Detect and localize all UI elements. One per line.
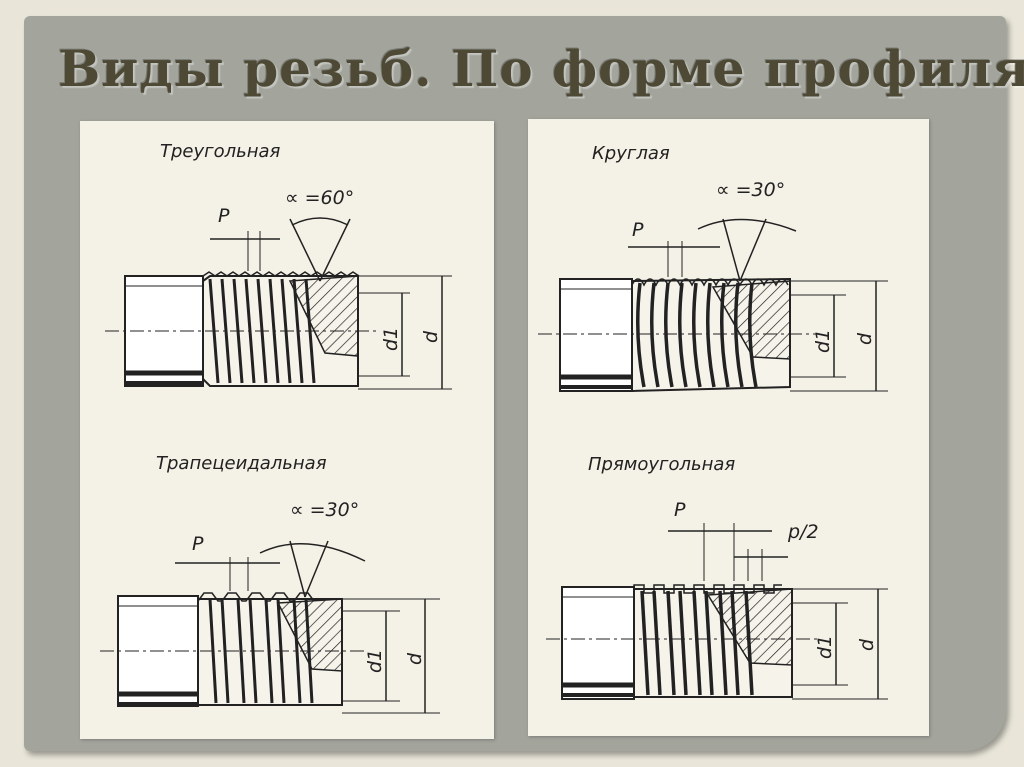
- pitch-triangular: P: [218, 205, 230, 227]
- label-triangular: Треугольная: [160, 141, 281, 162]
- major-diameter-triangular: d: [420, 330, 442, 343]
- minor-diameter-round: d1: [812, 328, 834, 353]
- angle-trapezoidal: ∝ =30°: [290, 499, 360, 521]
- label-trapezoidal: Трапецеидальная: [156, 453, 327, 474]
- right-figure-panel: Круглая ∝ =30° P d1 d Прямоугольная P p/…: [528, 119, 929, 736]
- trapezoidal-thread-drawing: [100, 540, 440, 714]
- left-threads-drawing: [100, 217, 452, 714]
- label-round: Круглая: [592, 143, 670, 164]
- rectangular-thread-drawing: [546, 523, 888, 700]
- minor-diameter-rectangular: d1: [814, 634, 836, 659]
- pitch-rectangular: P: [674, 499, 686, 521]
- pitch-round: P: [632, 219, 644, 241]
- angle-triangular: ∝ =60°: [285, 187, 355, 209]
- triangular-thread-drawing: [105, 217, 452, 390]
- major-diameter-round: d: [854, 332, 876, 345]
- pitch-trapezoidal: P: [192, 533, 204, 555]
- minor-diameter-triangular: d1: [380, 326, 402, 351]
- angle-round: ∝ =30°: [716, 179, 786, 201]
- half-pitch-rectangular: p/2: [788, 521, 819, 543]
- left-figure-panel: Треугольная ∝ =60° P d1 d Трапецеидальна…: [80, 121, 494, 739]
- slide-title: Виды резьб. По форме профиля: [58, 39, 1024, 98]
- label-rectangular: Прямоугольная: [588, 454, 736, 475]
- major-diameter-trapezoidal: d: [404, 652, 426, 665]
- minor-diameter-trapezoidal: d1: [364, 648, 386, 673]
- right-threads-drawing: [538, 218, 888, 700]
- major-diameter-rectangular: d: [856, 638, 878, 651]
- round-thread-drawing: [538, 218, 888, 393]
